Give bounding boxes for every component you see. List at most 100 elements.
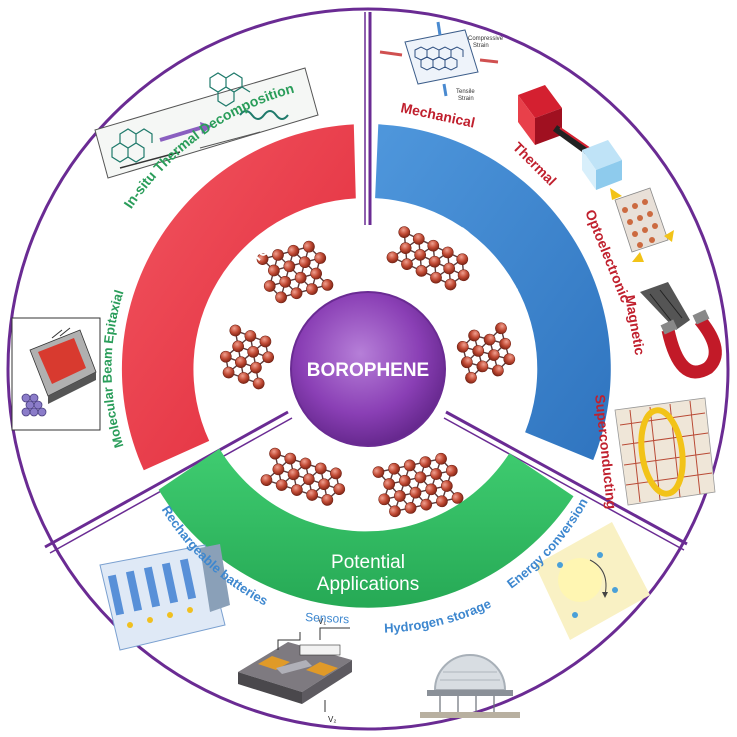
boron-atom — [388, 462, 400, 475]
boron-atom — [483, 333, 496, 346]
boron-atom — [232, 340, 244, 353]
boron-atom — [275, 479, 288, 491]
boron-atom — [372, 466, 385, 478]
lattice-cluster-applications-left — [260, 447, 346, 506]
boron-atom — [456, 253, 469, 266]
svg-text:Tensile: Tensile — [456, 89, 475, 95]
boron-atom — [503, 353, 516, 366]
boron-atom — [247, 345, 259, 358]
thermal-figure — [518, 85, 622, 190]
energy-conversion-figure — [535, 522, 650, 640]
boron-atom — [415, 265, 428, 277]
boron-atom — [487, 349, 500, 361]
boron-atom — [256, 253, 269, 265]
boron-atom — [444, 278, 457, 291]
boron-atom — [428, 255, 441, 268]
rechargeable-batteries-figure — [99, 544, 230, 651]
boron-atom — [430, 271, 442, 284]
boron-atom — [398, 474, 411, 487]
svg-text:Compressive: Compressive — [468, 36, 504, 42]
boron-atom — [404, 502, 417, 514]
boron-atom — [401, 258, 413, 271]
boron-atom — [260, 474, 273, 486]
boron-atom — [476, 360, 489, 373]
molecular-beam-epitaxy-figure — [11, 317, 101, 431]
boron-atom — [321, 279, 334, 291]
boron-atom — [284, 452, 297, 465]
boron-atom — [495, 322, 507, 335]
boron-atom — [235, 356, 247, 369]
boron-atom — [237, 372, 250, 384]
boron-atom — [420, 498, 433, 511]
boron-atom — [435, 452, 447, 465]
boron-atom — [333, 483, 346, 495]
boron-atom — [394, 490, 406, 502]
label-sensors: Sensors — [305, 610, 350, 626]
boron-atom — [403, 459, 416, 472]
svg-text:V₁: V₁ — [318, 617, 326, 626]
boron-atom — [219, 350, 232, 363]
boron-atom — [419, 456, 432, 468]
lattice-cluster-synthesis-top — [256, 240, 334, 304]
optoelectronic-figure — [610, 187, 674, 262]
applications-arc — [158, 448, 574, 608]
boron-atom — [272, 249, 284, 261]
boron-atom — [409, 486, 422, 499]
boron-atom — [378, 493, 391, 506]
boron-atom — [492, 364, 504, 377]
boron-atom — [440, 480, 453, 492]
boron-atom — [290, 287, 303, 300]
boron-atom — [427, 239, 440, 252]
boron-atom — [398, 226, 411, 239]
boron-atom — [272, 463, 285, 476]
boron-atom — [262, 351, 275, 364]
boron-atom — [389, 505, 401, 518]
lattice-cluster-synthesis-left — [219, 324, 275, 390]
boron-atom — [298, 256, 311, 269]
sensors-figure: V₁ V₂ — [238, 617, 352, 724]
boron-atom — [314, 462, 327, 475]
boron-atom — [383, 478, 396, 490]
boron-atom — [386, 251, 399, 264]
boron-atom — [263, 280, 276, 292]
boron-atom — [283, 260, 296, 273]
svg-text:Strain: Strain — [458, 96, 474, 102]
svg-text:V₂: V₂ — [328, 715, 336, 724]
boron-atom — [291, 484, 303, 496]
boron-atom — [414, 471, 427, 484]
boron-atom — [268, 264, 280, 277]
boron-atom — [451, 492, 464, 504]
boron-atom — [318, 478, 330, 491]
magnetic-figure — [640, 282, 722, 379]
svg-text:Strain: Strain — [473, 43, 489, 49]
boron-atom — [430, 468, 442, 480]
lattice-cluster-applications-right — [372, 452, 464, 518]
boron-atom — [294, 271, 307, 284]
boron-atom — [441, 246, 454, 259]
boron-atom — [321, 494, 334, 506]
boron-atom — [269, 447, 281, 460]
boron-atom — [436, 495, 448, 508]
boron-atom — [222, 366, 235, 379]
boron-atom — [456, 340, 469, 353]
boron-atom — [303, 240, 315, 253]
boron-atom — [425, 483, 438, 496]
lattice-cluster-properties-right — [456, 322, 516, 384]
boron-atom — [499, 337, 511, 350]
boron-atom — [279, 275, 292, 288]
boron-atom — [306, 283, 318, 295]
applications-title-line1: Potential — [331, 552, 405, 573]
boron-atom — [259, 335, 272, 348]
borophene-lattice-clusters — [219, 226, 516, 518]
boron-atom — [229, 324, 242, 337]
center-circle — [290, 291, 446, 447]
boron-atom — [287, 468, 300, 481]
mechanical-figure: Compressive Strain Tensile Strain — [379, 21, 504, 102]
boron-atom — [457, 269, 470, 282]
boron-atom — [414, 249, 426, 261]
boron-atom — [468, 329, 480, 342]
boron-atom — [310, 267, 322, 280]
applications-title-line2: Applications — [317, 574, 419, 595]
sector-dividers — [44, 12, 688, 554]
